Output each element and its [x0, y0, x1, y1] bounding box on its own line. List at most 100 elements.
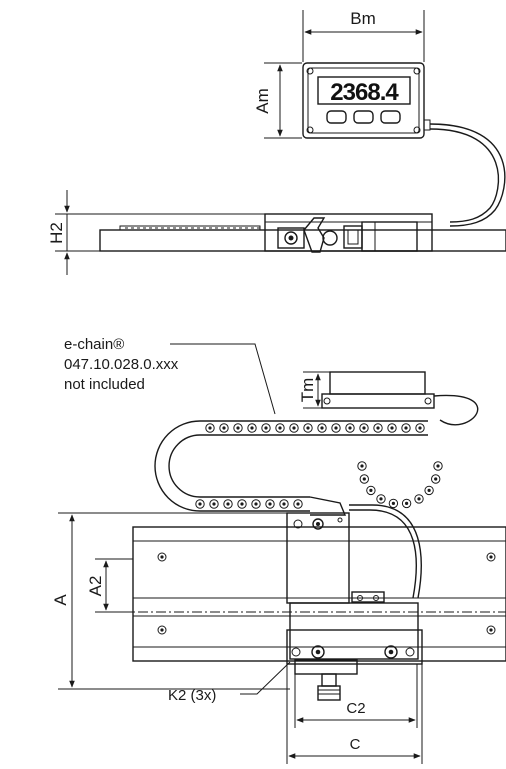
echain-link [219, 423, 229, 433]
label-tm: Tm [298, 378, 317, 403]
echain-link-pin [360, 464, 364, 468]
label-a: A [51, 594, 70, 606]
echain-link-pin [405, 501, 409, 505]
echain-link [237, 499, 247, 509]
echain-link [433, 461, 443, 471]
echain-link [414, 494, 424, 504]
label-bm: Bm [350, 9, 376, 28]
echain-link [261, 423, 271, 433]
echain-link-pin [306, 426, 310, 430]
echain-line1: e-chain® [64, 336, 124, 353]
echain-link-pin [278, 426, 282, 430]
echain-link-pin [222, 426, 226, 430]
label-c2: C2 [346, 700, 365, 717]
echain-note: e-chain® 047.10.028.0.xxx not included [64, 336, 276, 415]
echain-link [275, 423, 285, 433]
echain-link [359, 423, 369, 433]
label-k2: K2 (3x) [168, 687, 216, 704]
echain-link-pin [250, 426, 254, 430]
echain-link [223, 499, 233, 509]
dimension-c2: C2 [294, 664, 418, 728]
echain-link [331, 423, 341, 433]
bottom-view: e-chain® 047.10.028.0.xxx not included T… [51, 336, 506, 764]
echain-link-pin [362, 426, 366, 430]
echain-link [303, 423, 313, 433]
display-cable [429, 123, 506, 227]
echain-link-pin [208, 426, 212, 430]
echain-line2: 047.10.028.0.xxx [64, 356, 179, 373]
echain-link-pin [334, 426, 338, 430]
echain-link-pin [427, 488, 431, 492]
echain-link [293, 499, 303, 509]
echain-link-pin [212, 502, 216, 506]
echain-link [247, 423, 257, 433]
digital-display: 2368.4 [302, 62, 431, 139]
dimension-c: C [286, 664, 423, 764]
dimension-h2: H2 [47, 190, 265, 275]
echain-link [209, 499, 219, 509]
display-edge-view [321, 371, 479, 426]
echain-link [424, 485, 434, 496]
echain-link-pin [404, 426, 408, 430]
echain [154, 420, 443, 516]
echain-link-pin [391, 501, 395, 505]
echain-link-pin [369, 488, 373, 492]
echain-link [388, 498, 399, 509]
echain-link-pin [292, 426, 296, 430]
echain-link-pin [264, 426, 268, 430]
echain-link-pin [390, 426, 394, 430]
echain-link-pin [436, 464, 440, 468]
echain-link-pin [362, 477, 366, 481]
echain-link-pin [236, 426, 240, 430]
carriage [286, 504, 423, 701]
rail-side-view [99, 213, 506, 253]
echain-link-pin [282, 502, 286, 506]
echain-link [359, 474, 369, 484]
echain-link [401, 423, 411, 433]
echain-link-pin [418, 426, 422, 430]
echain-link-pin [226, 502, 230, 506]
display-readout: 2368.4 [330, 79, 399, 106]
echain-line3: not included [64, 376, 145, 393]
label-c: C [350, 736, 361, 753]
echain-link [366, 485, 376, 496]
echain-link-pin [296, 502, 300, 506]
echain-link [205, 423, 215, 433]
echain-link [357, 461, 367, 471]
echain-link-pin [240, 502, 244, 506]
echain-link [415, 423, 425, 433]
echain-link-pin [376, 426, 380, 430]
label-am: Am [253, 88, 272, 114]
echain-link [289, 423, 299, 433]
echain-link [376, 494, 386, 504]
echain-link-pin [348, 426, 352, 430]
dimension-bm: Bm [302, 9, 425, 62]
label-h2: H2 [47, 222, 66, 244]
echain-link-pin [320, 426, 324, 430]
echain-link [317, 423, 327, 433]
echain-link [373, 423, 383, 433]
label-a2: A2 [86, 576, 105, 597]
echain-link [431, 474, 441, 484]
echain-link [279, 499, 289, 509]
dimension-a: A [51, 512, 290, 690]
echain-link-pin [268, 502, 272, 506]
echain-link-pin [198, 502, 202, 506]
echain-link [401, 498, 412, 509]
echain-link [251, 499, 261, 509]
label-k2-group: K2 (3x) [168, 661, 291, 704]
dimension-am: Am [253, 62, 302, 139]
echain-link [265, 499, 275, 509]
top-view: Bm Am 2368.4 [47, 9, 506, 275]
echain-link [233, 423, 243, 433]
echain-link [387, 423, 397, 433]
echain-link [195, 499, 205, 509]
echain-link [345, 423, 355, 433]
echain-link-pin [254, 502, 258, 506]
echain-link-pin [434, 477, 438, 481]
rail-top-view [120, 526, 506, 662]
echain-link-pin [379, 497, 383, 501]
echain-link-pin [417, 497, 421, 501]
dimension-a2: A2 [86, 558, 133, 613]
